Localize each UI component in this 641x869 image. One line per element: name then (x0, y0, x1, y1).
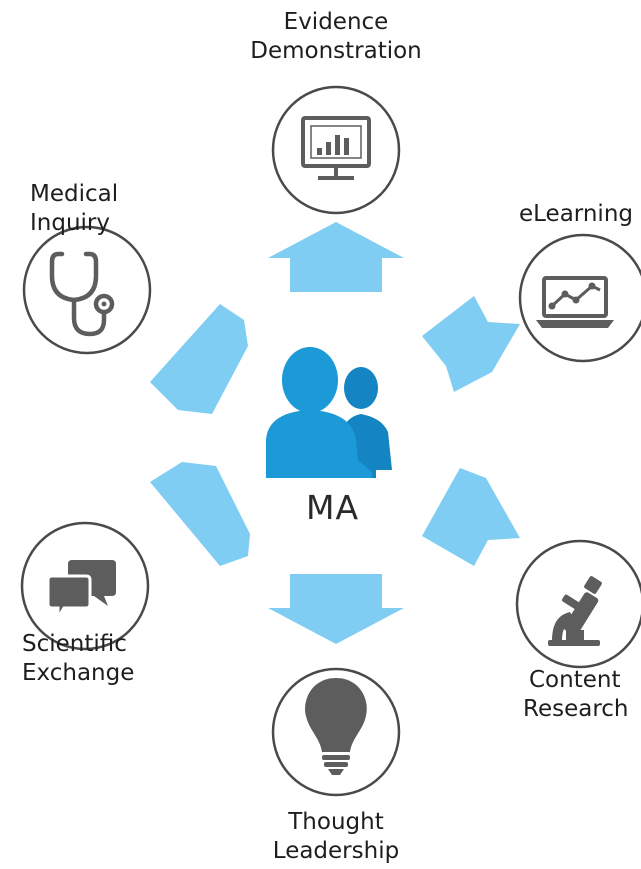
label-line: Research (523, 696, 629, 722)
arrow-lower-left (150, 462, 250, 566)
arrows (150, 222, 520, 644)
label-line: Thought (288, 809, 384, 835)
label-line: Scientific (22, 631, 127, 657)
arrow-upper-left (150, 304, 248, 414)
speech-bubbles-icon (46, 560, 116, 624)
microscope-icon (548, 576, 602, 646)
label-line: Medical (30, 181, 119, 207)
node-circles (20, 85, 641, 797)
label-elearning: eLearning (519, 200, 633, 229)
arrow-up (268, 222, 404, 292)
label-evidence: Evidence Demonstration (240, 8, 432, 66)
label-line: Leadership (272, 838, 400, 864)
label-content: Content Research (523, 666, 629, 724)
label-line: eLearning (519, 201, 634, 227)
label-line: Exchange (22, 660, 135, 686)
label-line: Content (529, 667, 621, 693)
label-line: Demonstration (250, 38, 422, 64)
lightbulb-icon (305, 678, 367, 775)
laptop-graph-icon (536, 276, 614, 328)
label-medical: Medical Inquiry (30, 180, 118, 238)
label-line: Evidence (283, 9, 389, 35)
circle-medical (22, 225, 152, 355)
people-icon (266, 347, 392, 478)
label-scientific: Scientific Exchange (22, 630, 134, 688)
arrow-down (268, 574, 404, 644)
label-line: Inquiry (30, 210, 110, 236)
bar-chart-monitor-icon (301, 116, 371, 180)
arrow-lower-right (422, 468, 520, 566)
label-thought: Thought Leadership (240, 808, 432, 866)
center-label: MA (306, 488, 360, 527)
stethoscope-icon (49, 251, 115, 337)
arrow-upper-right (422, 296, 520, 392)
